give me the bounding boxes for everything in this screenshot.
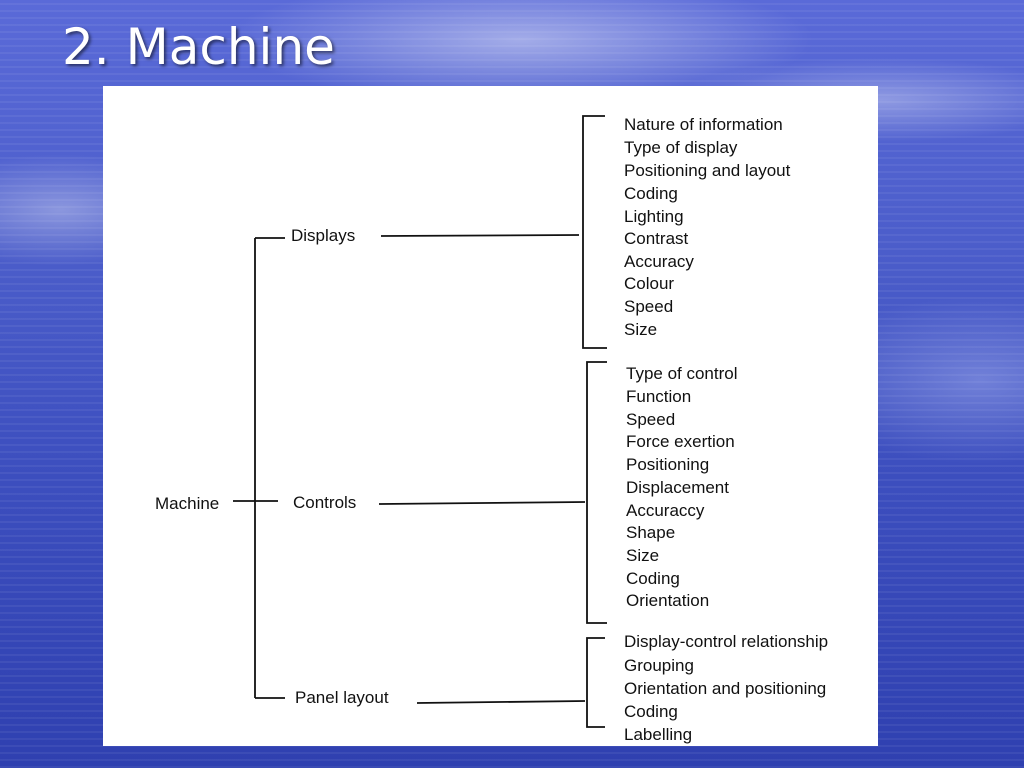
panel-layout-item: Labelling [624,725,693,744]
display-item: Accuracy [624,252,694,271]
display-item: Size [624,320,658,339]
slide-title: 2. Machine [62,18,335,76]
display-item: Positioning and layout [624,161,791,180]
panel-layout-item: Display-control relationship [624,632,829,651]
machine-diagram: Machine Displays Controls Panel layout N… [103,86,878,746]
control-item: Orientation [626,591,710,610]
panel-layout-item: Grouping [624,656,694,675]
control-item: Size [626,546,660,565]
control-item: Speed [626,410,676,429]
control-item: Displacement [626,478,729,497]
branch-label-displays: Displays [291,226,356,245]
display-item: Type of display [624,138,738,157]
diagram-connectors [233,115,607,728]
root-label-machine: Machine [155,494,220,513]
control-item: Function [626,387,692,406]
display-item: Contrast [624,229,689,248]
branch-label-controls: Controls [293,493,357,512]
panel-layout-item: Coding [624,702,678,721]
panel-layout-item: Orientation and positioning [624,679,827,698]
control-item: Type of control [626,364,738,383]
display-item: Colour [624,274,675,293]
display-item: Nature of information [624,115,783,134]
display-item: Lighting [624,207,684,226]
control-item: Shape [626,523,676,542]
control-item: Accuraccy [626,501,705,520]
control-item: Positioning [626,455,710,474]
display-item: Speed [624,297,674,316]
control-item: Coding [626,569,680,588]
display-item: Coding [624,184,678,203]
branch-label-panel-layout: Panel layout [295,688,389,707]
control-item: Force exertion [626,432,735,451]
